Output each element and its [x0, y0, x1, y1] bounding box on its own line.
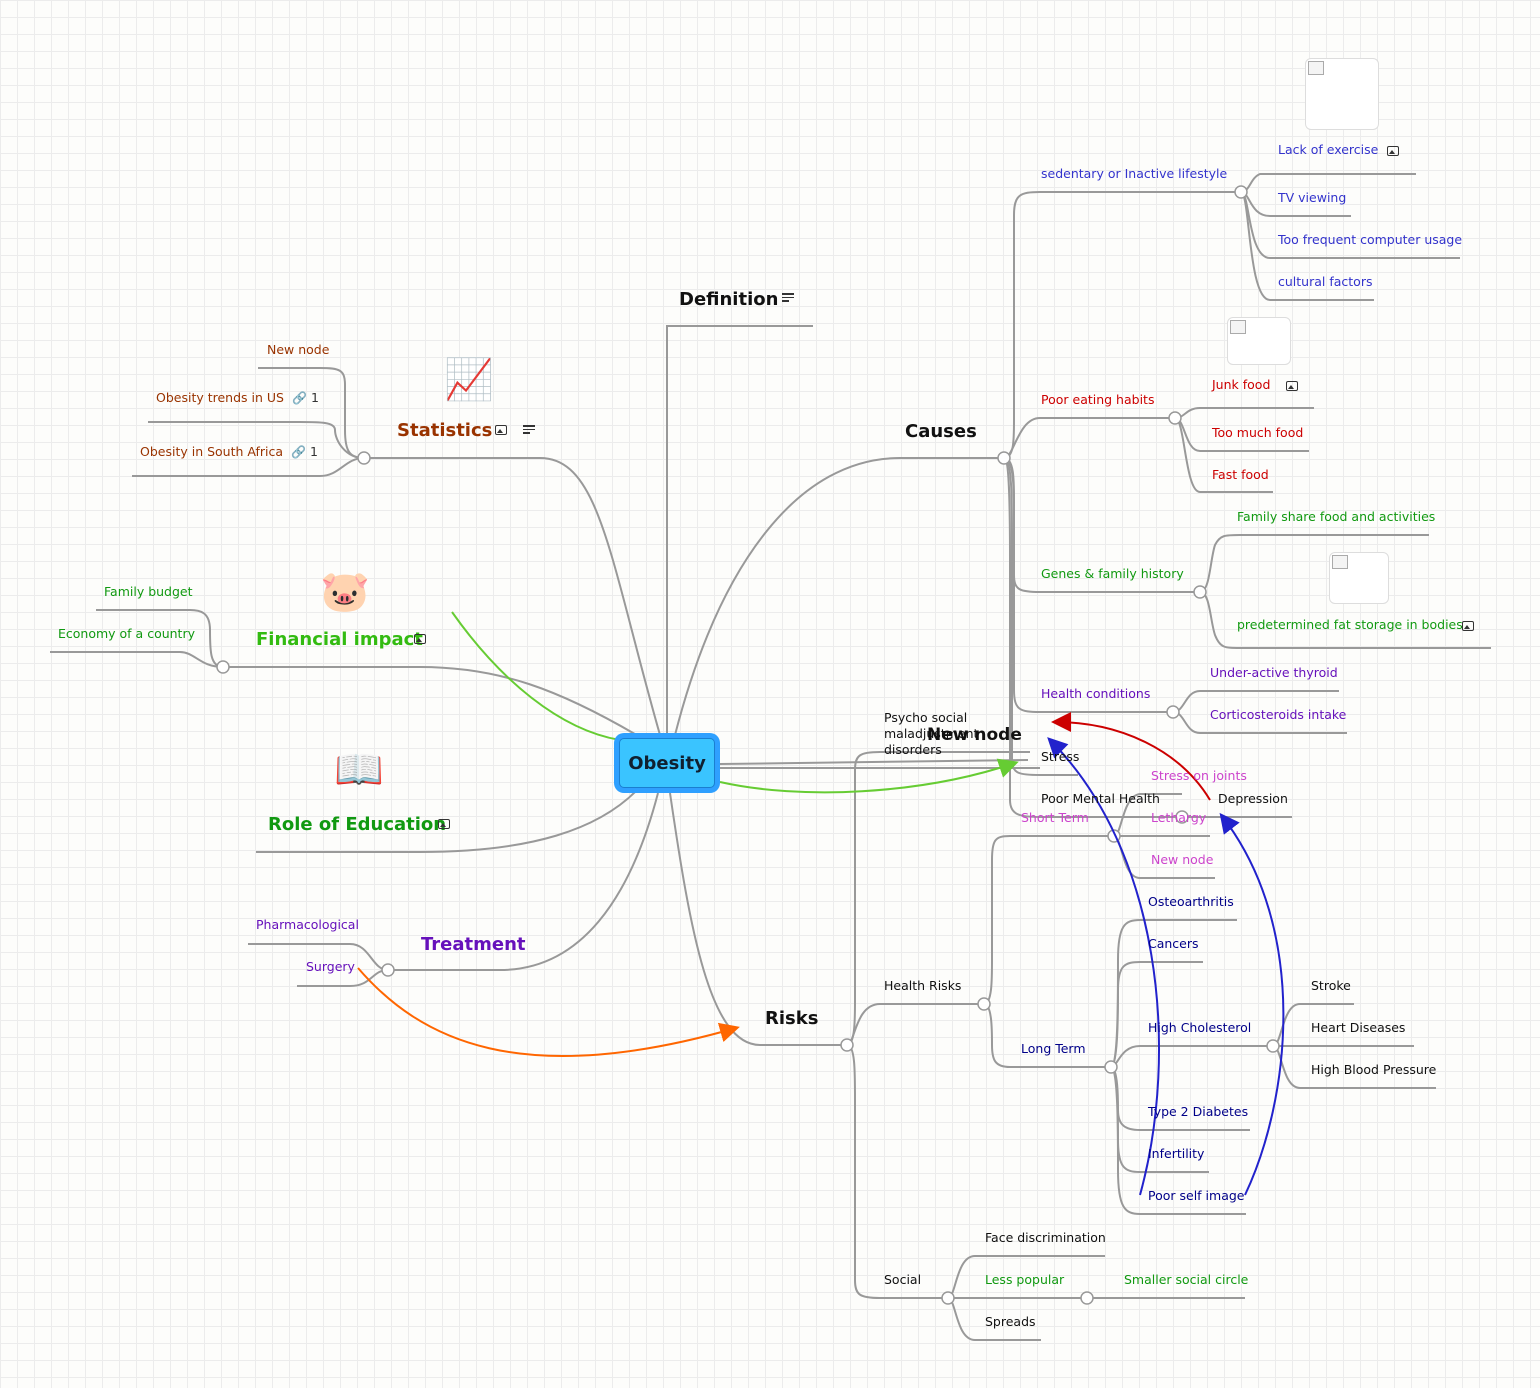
central-topic[interactable]: Obesity: [614, 733, 720, 793]
risk-health-risks[interactable]: Health Risks: [884, 978, 962, 993]
image-icon[interactable]: [1286, 381, 1298, 391]
cause-genes[interactable]: Genes & family history: [1041, 566, 1184, 581]
cause-fat-storage[interactable]: predetermined fat storage in bodies: [1237, 617, 1463, 632]
note-icon[interactable]: [782, 293, 794, 303]
risk-new-node[interactable]: New node: [1151, 852, 1214, 867]
topic-risks[interactable]: Risks: [765, 1008, 819, 1029]
cause-poor-eating[interactable]: Poor eating habits: [1041, 392, 1155, 407]
link-icon[interactable]: 🔗: [291, 445, 306, 459]
statistics-us[interactable]: Obesity trends in US: [156, 390, 284, 405]
statistics-south-africa[interactable]: Obesity in South Africa: [140, 444, 284, 459]
book-icon: 📖: [334, 747, 384, 793]
topic-financial-impact[interactable]: Financial impact: [256, 629, 423, 650]
risk-infertility[interactable]: Infertility: [1148, 1146, 1205, 1161]
cause-computer-usage[interactable]: Too frequent computer usage: [1278, 232, 1463, 247]
financial-economy[interactable]: Economy of a country: [58, 626, 195, 641]
risk-spreads[interactable]: Spreads: [985, 1314, 1036, 1329]
risk-stress-on-joints[interactable]: Stress on joints: [1151, 768, 1247, 783]
treatment-surgery[interactable]: Surgery: [306, 959, 355, 974]
image-icon[interactable]: [495, 425, 507, 435]
image-placeholder: [1305, 58, 1379, 130]
image-icon[interactable]: [414, 634, 426, 644]
risk-heart-diseases[interactable]: Heart Diseases: [1311, 1020, 1406, 1035]
cause-poor-mental-health[interactable]: Poor Mental Health: [1041, 791, 1160, 806]
image-icon[interactable]: [1462, 621, 1474, 631]
cause-fast-food[interactable]: Fast food: [1212, 467, 1269, 482]
risk-long-term[interactable]: Long Term: [1021, 1041, 1086, 1056]
cause-too-much-food[interactable]: Too much food: [1212, 425, 1304, 440]
risk-poor-self-image[interactable]: Poor self image: [1148, 1188, 1245, 1203]
cause-family-share[interactable]: Family share food and activities: [1237, 509, 1436, 524]
risk-smaller-social-circle[interactable]: Smaller social circle: [1124, 1272, 1249, 1287]
financial-family-budget[interactable]: Family budget: [104, 584, 193, 599]
image-placeholder: [1227, 317, 1291, 365]
risk-lethargy[interactable]: Lethargy: [1151, 810, 1207, 825]
topic-role-of-education[interactable]: Role of Education: [268, 814, 447, 835]
image-icon[interactable]: [438, 819, 450, 829]
cause-health-conditions[interactable]: Health conditions: [1041, 686, 1151, 701]
risk-stroke[interactable]: Stroke: [1311, 978, 1351, 993]
piggy-bank-icon: 🐷: [320, 569, 370, 615]
risk-social[interactable]: Social: [884, 1272, 922, 1287]
risk-type-2-diabetes[interactable]: Type 2 Diabetes: [1148, 1104, 1249, 1119]
central-topic-label: Obesity: [619, 738, 715, 788]
note-icon[interactable]: [523, 425, 535, 435]
link-count: 1: [311, 390, 319, 405]
risk-face-discrimination[interactable]: Face discrimination: [985, 1230, 1106, 1245]
topic-statistics[interactable]: Statistics: [397, 420, 493, 441]
image-placeholder: [1329, 552, 1389, 604]
topic-treatment[interactable]: Treatment: [421, 934, 526, 955]
cause-thyroid[interactable]: Under-active thyroid: [1210, 665, 1338, 680]
chart-icon: 📈: [444, 357, 494, 403]
cause-junk-food[interactable]: Junk food: [1212, 377, 1271, 392]
cause-corticosteroids[interactable]: Corticosteroids intake: [1210, 707, 1347, 722]
cause-cultural-factors[interactable]: cultural factors: [1278, 274, 1373, 289]
risk-high-blood-pressure[interactable]: High Blood Pressure: [1311, 1062, 1437, 1077]
cause-psycho-social[interactable]: Psycho social maladjustment disorders: [884, 710, 979, 757]
statistics-new-node[interactable]: New node: [267, 342, 330, 357]
risk-short-term[interactable]: Short Term: [1021, 810, 1089, 825]
image-icon[interactable]: [1387, 146, 1399, 156]
cause-depression[interactable]: Depression: [1218, 791, 1288, 806]
risk-high-cholesterol[interactable]: High Cholesterol: [1148, 1020, 1252, 1035]
risk-less-popular[interactable]: Less popular: [985, 1272, 1065, 1287]
cause-sedentary[interactable]: sedentary or Inactive lifestyle: [1041, 166, 1228, 181]
cause-new-node[interactable]: New node: [927, 725, 1022, 745]
link-count: 1: [310, 444, 318, 459]
topic-definition[interactable]: Definition: [679, 289, 779, 310]
cause-stress[interactable]: Stress: [1041, 749, 1080, 764]
cause-tv-viewing[interactable]: TV viewing: [1278, 190, 1347, 205]
link-icon[interactable]: 🔗: [292, 391, 307, 405]
risk-cancers[interactable]: Cancers: [1148, 936, 1199, 951]
cause-lack-of-exercise[interactable]: Lack of exercise: [1278, 142, 1379, 157]
treatment-pharmacological[interactable]: Pharmacological: [256, 917, 359, 932]
topic-causes[interactable]: Causes: [905, 421, 977, 442]
risk-osteoarthritis[interactable]: Osteoarthritis: [1148, 894, 1234, 909]
